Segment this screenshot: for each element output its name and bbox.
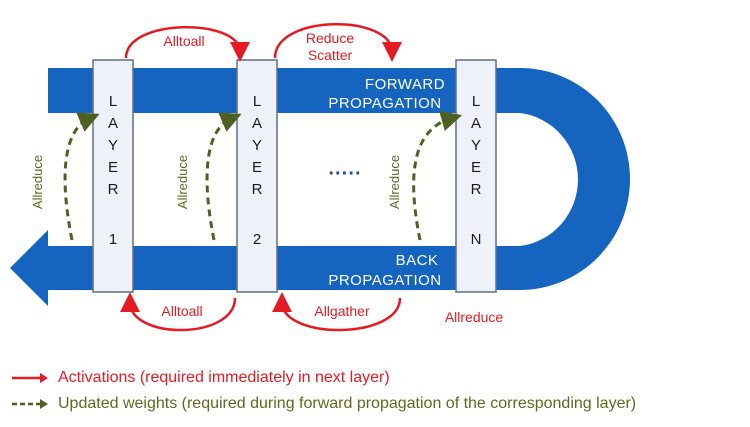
layer-1-box	[92, 59, 134, 293]
layer-2-letter: A	[252, 115, 262, 132]
alltoall-top-arrow	[124, 26, 250, 62]
reduce-label: Reduce	[306, 30, 354, 46]
layer-3-letter: R	[471, 181, 482, 198]
red-arrow-icon	[12, 373, 48, 383]
allreduce-weights-label-3: Allreduce	[387, 155, 402, 209]
allreduce-weights-label-2: Allreduce	[175, 155, 190, 209]
forward-label-1: FORWARD	[365, 76, 445, 93]
weights-arrow-layer-n	[412, 110, 463, 241]
layer-3-letter: Y	[471, 137, 481, 154]
forward-label-2: PROPAGATION	[328, 95, 441, 112]
back-label-1: BACK	[396, 252, 439, 269]
alltoall-top-label: Alltoall	[163, 33, 204, 49]
layer-1-letter: L	[109, 93, 117, 110]
weights-arrow-layer-1	[63, 112, 100, 241]
layer-1-letter: A	[108, 115, 118, 132]
alltoall-bottom-label: Alltoall	[161, 303, 202, 319]
layer-1-letter: Y	[108, 137, 118, 154]
weights-arrow-layer-2	[205, 112, 242, 241]
layer-2-letter: Y	[252, 137, 262, 154]
layer-3-letter: E	[471, 159, 481, 176]
layer-3-letter: L	[472, 93, 480, 110]
uturn-band	[520, 68, 630, 290]
green-dashed-arrow-icon	[12, 399, 48, 409]
layer-2-letter: R	[252, 181, 263, 198]
layer-1-index: 1	[109, 231, 117, 248]
layer-n-box	[455, 59, 497, 293]
legend-activations-text: Activations (required immediately in nex…	[58, 369, 390, 386]
legend-weights-text: Updated weights (required during forward…	[58, 395, 637, 412]
allreduce-bottom-label: Allreduce	[445, 309, 504, 325]
layer-2-box	[236, 59, 278, 293]
back-arrow-head	[10, 230, 48, 306]
layer-2-letter: L	[253, 93, 261, 110]
layer-3-index: N	[471, 231, 482, 248]
layer-1-letter: R	[108, 181, 119, 198]
layer-2-index: 2	[253, 231, 261, 248]
layer-1-letter: E	[108, 159, 118, 176]
allreduce-weights-label-1: Allreduce	[30, 155, 45, 209]
alltoall-bottom-arrow	[120, 292, 237, 332]
scatter-label: Scatter	[308, 47, 353, 63]
allgather-arrow	[272, 292, 402, 332]
allgather-label: Allgather	[314, 303, 370, 319]
ellipsis-dots: ·····	[328, 163, 361, 185]
layer-2-letter: E	[252, 159, 262, 176]
back-label-2: PROPAGATION	[328, 272, 441, 289]
layer-3-letter: A	[471, 115, 481, 132]
reduce-scatter-arrow	[273, 22, 402, 62]
